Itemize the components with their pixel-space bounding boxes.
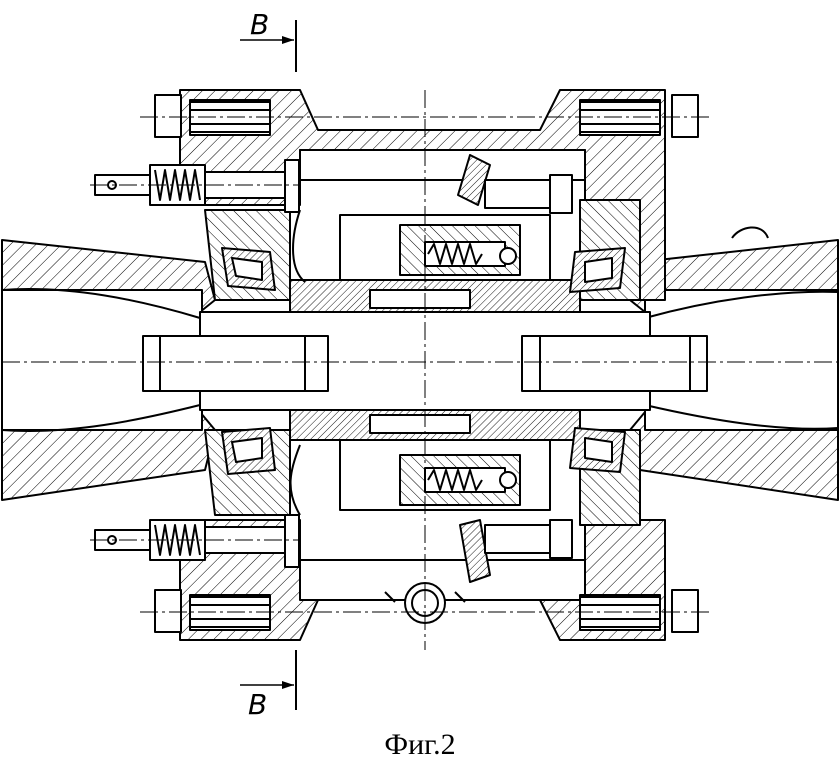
section-label-bottom: B [248,688,267,721]
figure-caption: Фиг.2 [384,728,456,761]
section-mark-bottom: B [240,650,297,721]
bearing-center-lower [459,519,491,583]
bolt-left-top [154,94,271,138]
bolt-left-bottom [154,589,271,633]
bearing-right-lower [569,427,626,473]
bolt-right-top [579,94,699,138]
upper-fork [292,209,306,283]
lower-fork [289,444,301,516]
bearing-right-upper [569,247,626,293]
bearing-center-upper [457,154,491,206]
lower-groove [369,414,471,434]
spring-pin-upper [94,159,300,213]
upper-groove [369,289,471,309]
screw-center-lower [484,519,573,559]
bearing-left-upper [221,247,276,291]
screw-center-upper [484,174,573,214]
upper-clutch [339,214,551,281]
section-mark-top: B [240,8,297,72]
lower-clutch [339,439,551,511]
bolt-right-bottom [579,589,699,633]
section-label-top: B [250,8,269,41]
bearing-left-lower [221,427,276,475]
centerlines [2,90,838,650]
